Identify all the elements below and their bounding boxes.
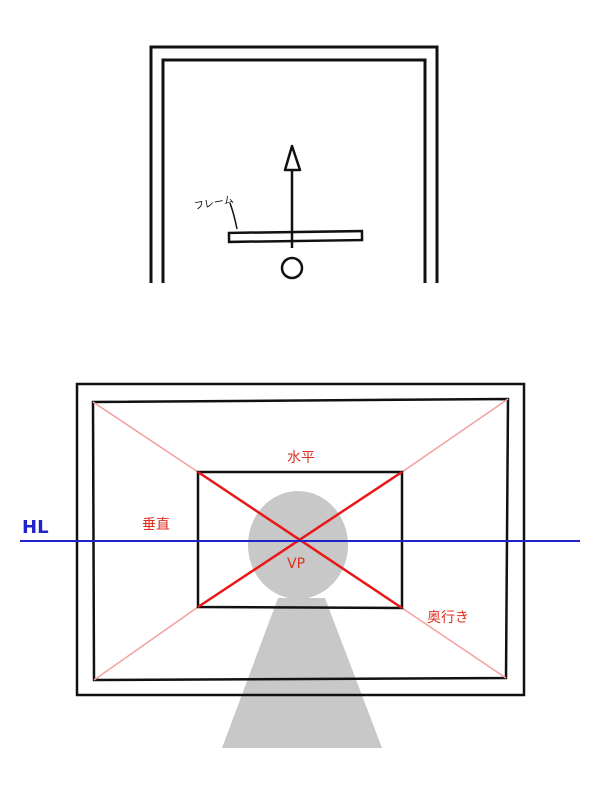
diagonal-line: [197, 470, 403, 609]
viewer-head-silhouette: [248, 491, 348, 599]
receding-line: [93, 606, 199, 681]
horizontal-label: 水平: [287, 450, 315, 466]
vanishing-point-label: VP: [287, 556, 305, 572]
viewer-eye-icon: [280, 256, 304, 280]
top-plan-diagram: フレーム: [149, 45, 439, 283]
receding-line: [92, 401, 199, 473]
receding-line: [401, 607, 507, 679]
frame-leader-line: [229, 202, 238, 230]
viewer-silhouette: [222, 491, 382, 748]
plan-inner-wall: [161, 58, 427, 283]
arrow-head-icon: [283, 144, 302, 172]
perspective-room-diagram: HL 水平 垂直 VP 奥行き: [20, 382, 580, 748]
depth-label: 奥行き: [427, 609, 469, 626]
plan-outer-wall: [149, 45, 439, 283]
receding-line: [401, 398, 509, 473]
viewer-body-silhouette: [222, 598, 382, 748]
frame-label: フレーム: [193, 194, 234, 213]
horizon-label: HL: [22, 517, 49, 538]
vertical-label: 垂直: [142, 516, 170, 533]
outer-frame: [75, 382, 526, 697]
receding-lines-light: [92, 398, 509, 681]
frame-bar: [227, 229, 364, 244]
